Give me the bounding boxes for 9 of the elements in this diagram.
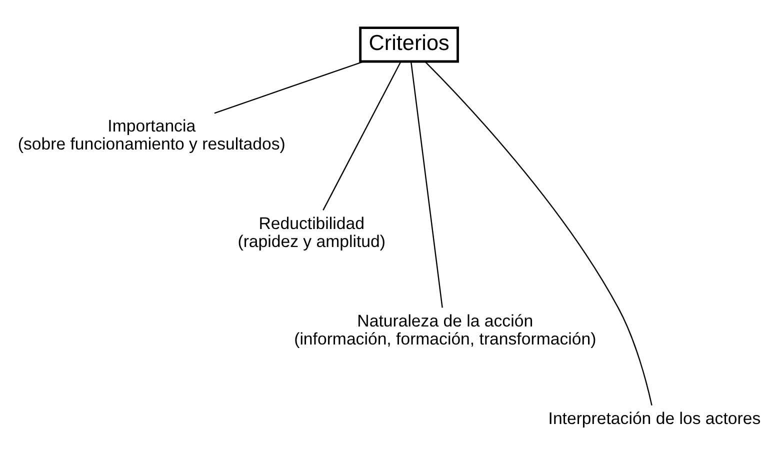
connector <box>424 61 652 406</box>
node-box: Criterios <box>359 26 459 63</box>
connector <box>410 61 443 308</box>
node-text: Reductibilidad (rapidez y amplitud) <box>238 214 386 251</box>
node-text: Importancia (sobre funcionamiento y resultados) <box>18 116 286 154</box>
node-text: Interpretación de los actores <box>548 408 761 428</box>
connector <box>322 61 402 210</box>
connector <box>214 61 364 114</box>
node-text: Naturaleza de la acción (información, formación, transformación) <box>294 311 596 348</box>
